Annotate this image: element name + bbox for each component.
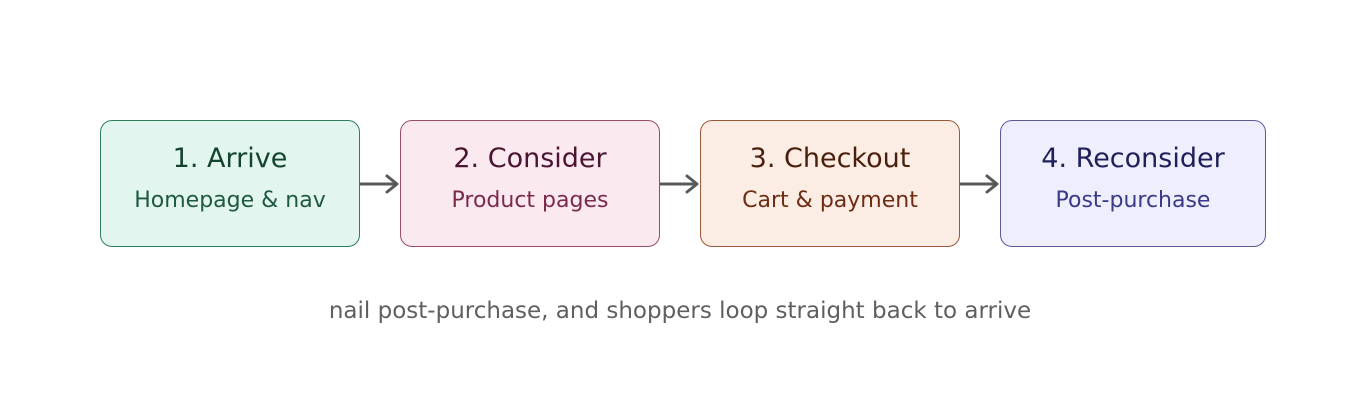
step-consider: 2. Consider Product pages (400, 120, 660, 247)
step-reconsider: 4. Reconsider Post-purchase (1000, 120, 1266, 247)
step-arrive: 1. Arrive Homepage & nav (100, 120, 360, 247)
step-subtitle: Post-purchase (1055, 188, 1211, 213)
arrow-right-icon (960, 174, 999, 194)
step-title: 3. Checkout (749, 143, 911, 174)
step-title: 2. Consider (453, 143, 607, 174)
step-subtitle: Homepage & nav (134, 188, 326, 213)
step-title: 1. Arrive (172, 143, 288, 174)
step-subtitle: Product pages (451, 188, 609, 213)
step-checkout: 3. Checkout Cart & payment (700, 120, 960, 247)
caption: nail post-purchase, and shoppers loop st… (328, 298, 1032, 324)
step-subtitle: Cart & payment (742, 188, 918, 213)
arrow-right-icon (360, 174, 399, 194)
step-title: 4. Reconsider (1041, 143, 1225, 174)
arrow-right-icon (660, 174, 699, 194)
